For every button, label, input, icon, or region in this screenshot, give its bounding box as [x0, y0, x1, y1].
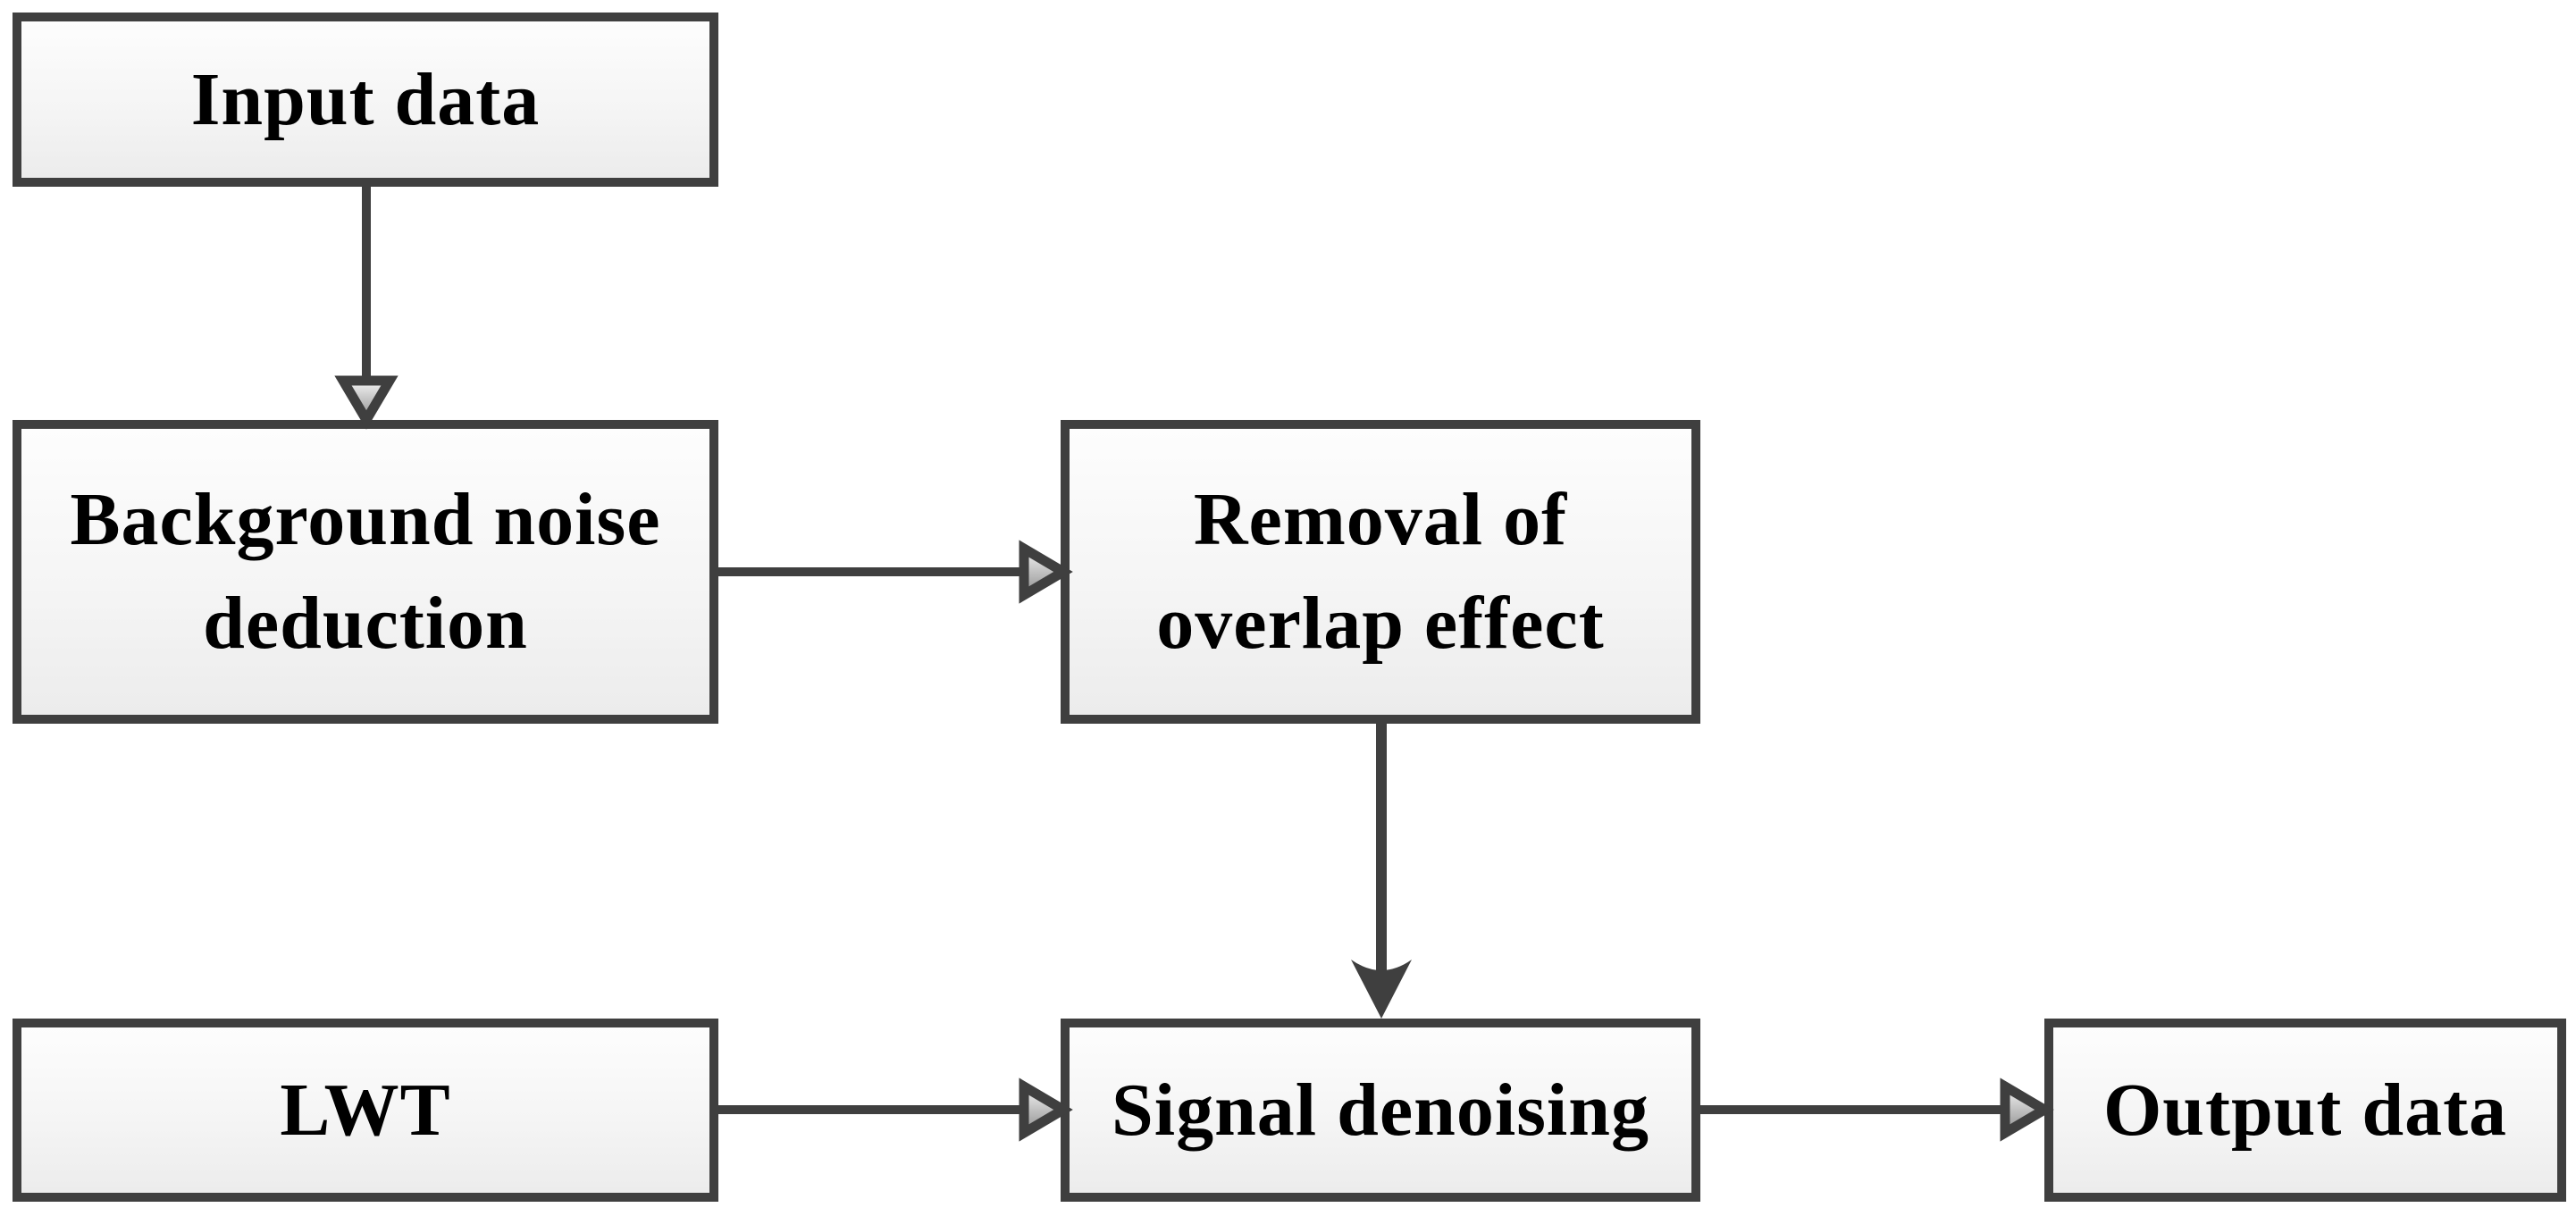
node-signal-denoising: Signal denoising: [1061, 1019, 1700, 1202]
node-output-data: Output data: [2044, 1019, 2566, 1202]
arrowhead-icon: [1019, 540, 1073, 604]
node-label-input-data: Input data: [190, 57, 541, 141]
node-background-noise-deduction: Background noise deduction: [13, 420, 718, 724]
node-input-data: Input data: [13, 13, 718, 187]
connector-input-to-background: [334, 186, 399, 430]
arrowhead-icon: [1019, 1078, 1073, 1142]
node-label-signal-denoising: Signal denoising: [1112, 1068, 1649, 1152]
arrowhead-icon: [1351, 960, 1412, 1019]
arrowhead-icon: [2000, 1078, 2054, 1142]
connector-signal-to-output: [1700, 1078, 2054, 1142]
connector-lwt-to-signal: [717, 1078, 1073, 1142]
node-lwt: LWT: [13, 1019, 718, 1202]
arrowhead-icon: [334, 375, 399, 430]
node-label-output-data: Output data: [2102, 1068, 2508, 1152]
node-removal-of-overlap-effect: Removal of overlap effect: [1061, 420, 1700, 724]
node-label-background-noise-deduction: Background noise deduction: [70, 478, 661, 665]
node-label-removal-of-overlap-effect: Removal of overlap effect: [1156, 478, 1605, 665]
connector-background-to-removal: [717, 540, 1073, 604]
connector-removal-to-signal: [1351, 724, 1412, 1019]
node-label-lwt: LWT: [280, 1068, 451, 1152]
